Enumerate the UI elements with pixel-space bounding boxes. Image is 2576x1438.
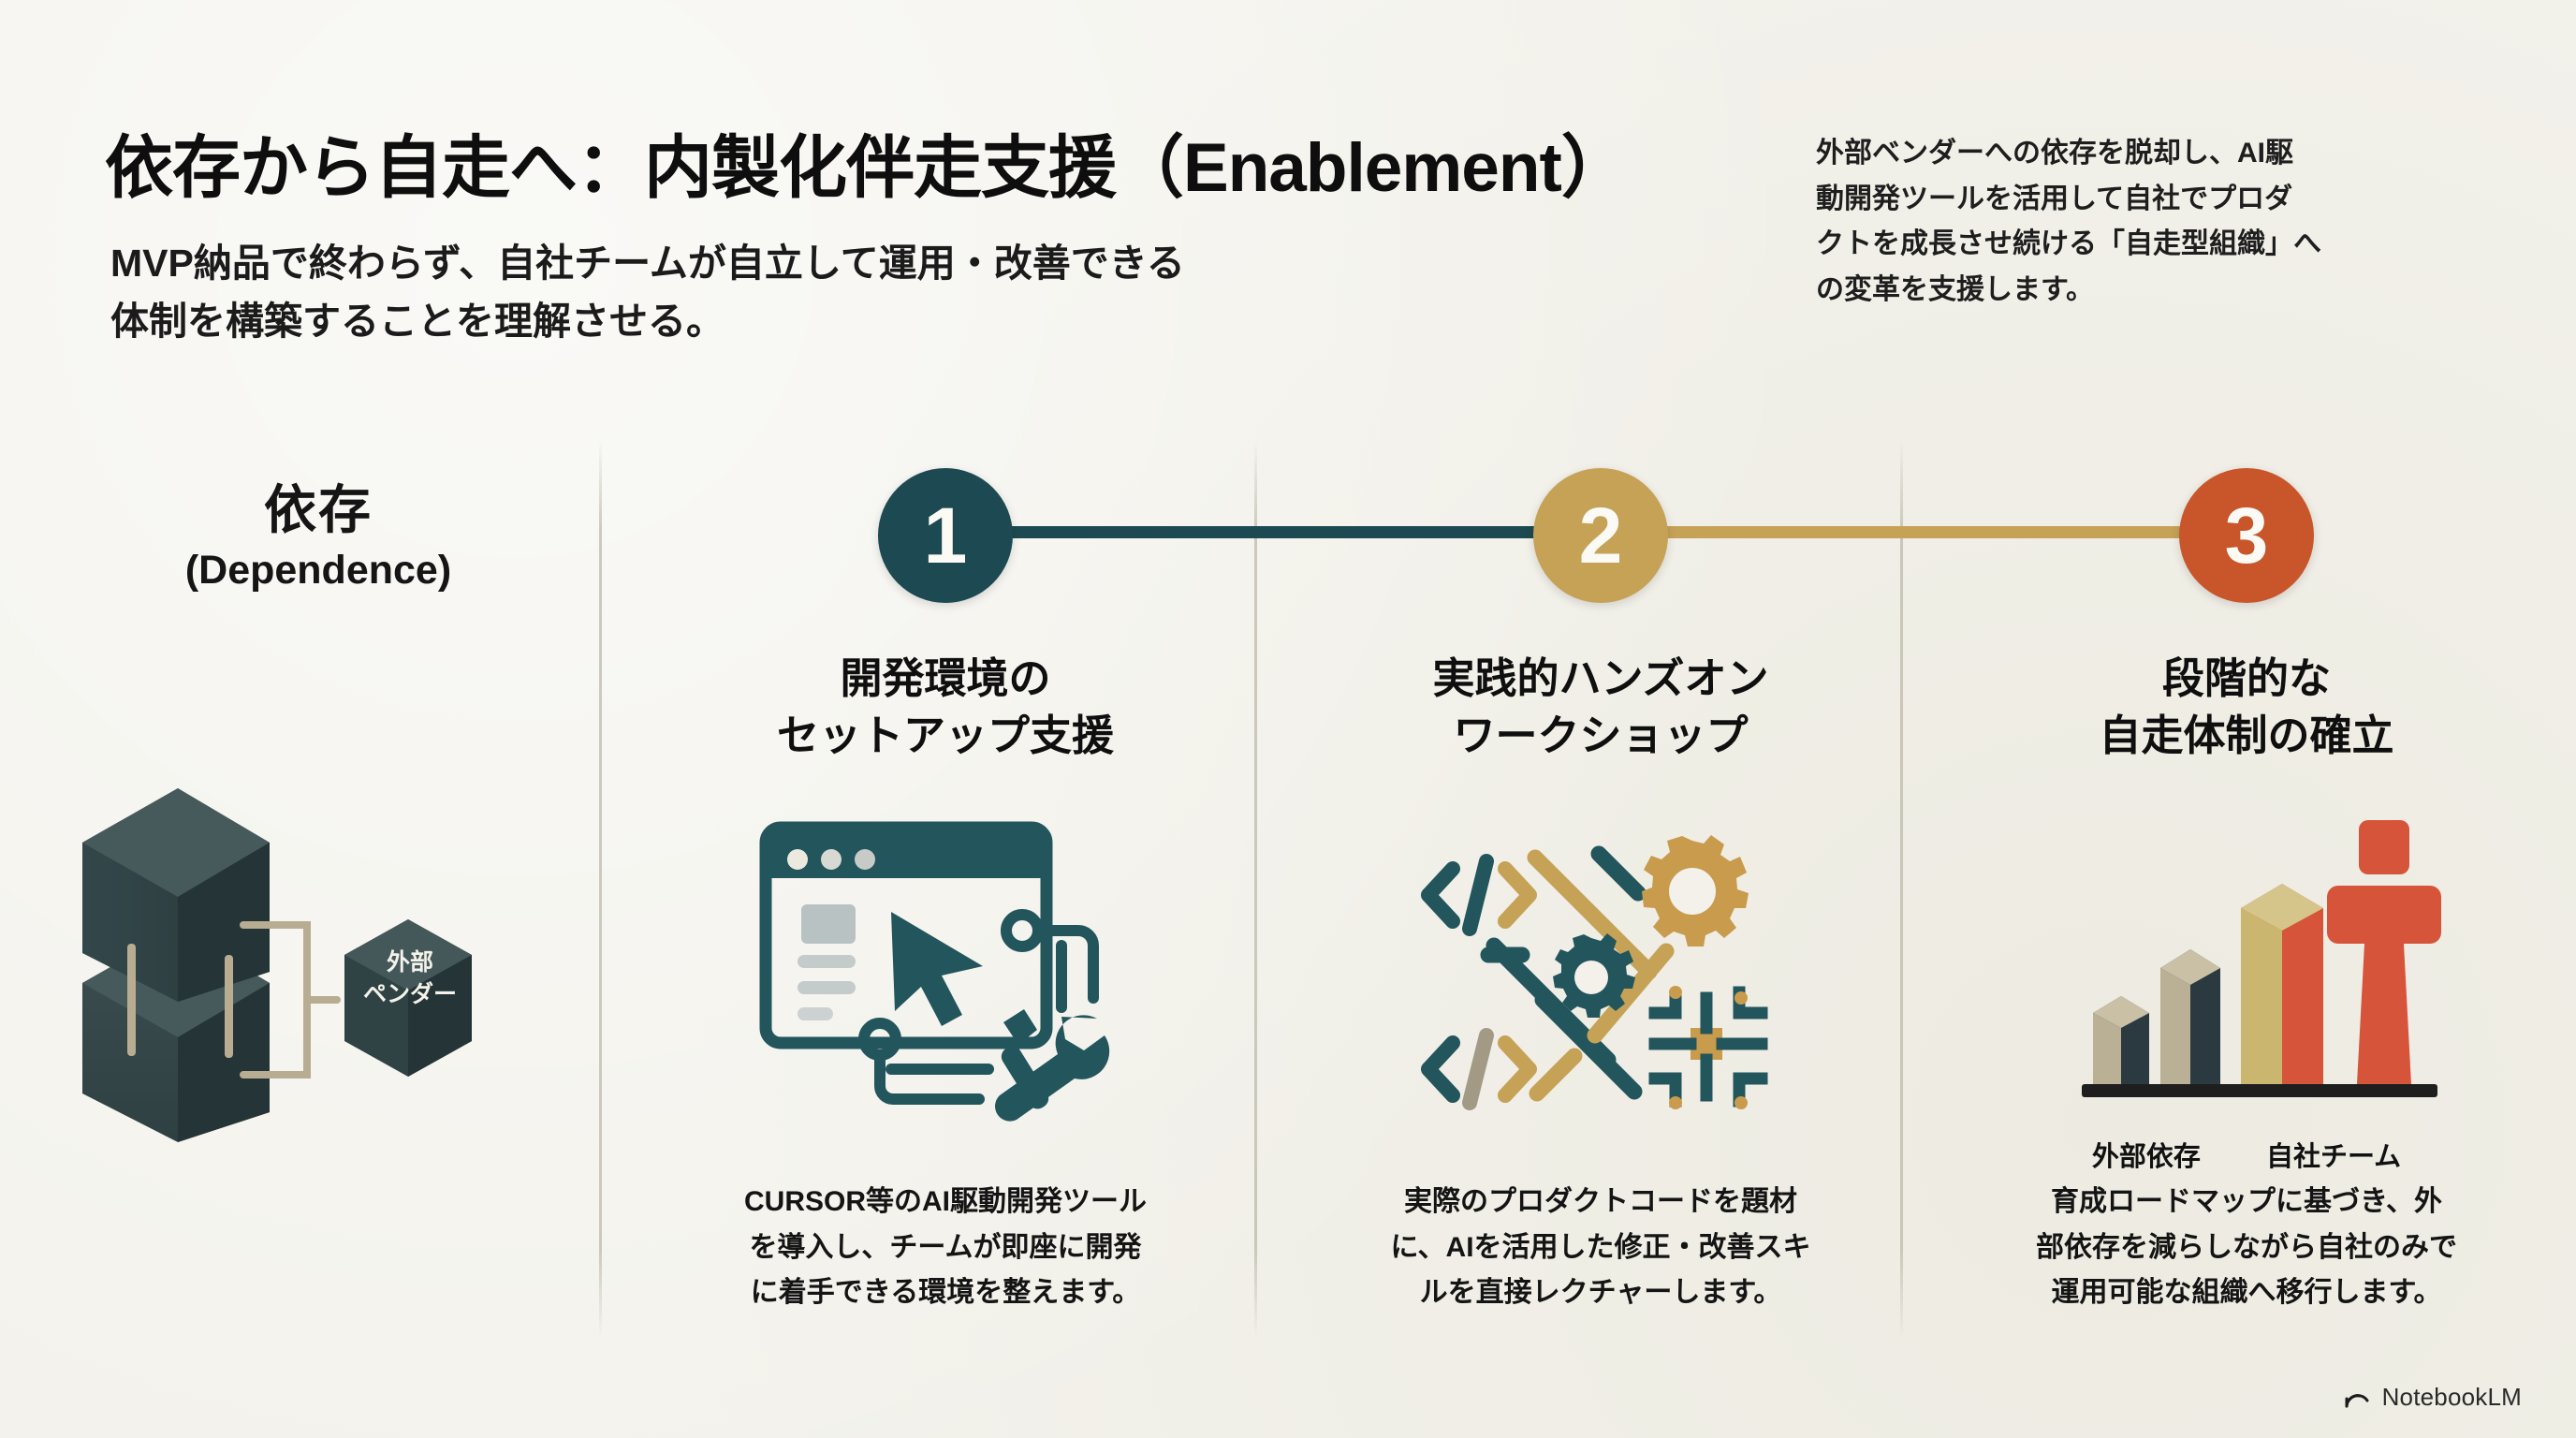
column-divider-2 — [1254, 440, 1257, 1339]
step-1-heading: 開発環境の セットアップ支援 — [776, 654, 1114, 759]
step-1-badge: 1 — [878, 468, 1013, 603]
page-title: 依存から自走へ：内製化伴走支援（Enablement） — [105, 130, 1630, 206]
gear-small — [1553, 933, 1635, 1018]
notebooklm-wordmark: NotebookLM — [2381, 1383, 2522, 1411]
step-1-body: CURSOR等のAI駆動開発ツール を導入し、チームが即座に開発 に着手できる環… — [743, 1186, 1147, 1309]
growth-bars-person-icon — [2050, 814, 2443, 1123]
page-subtitle: MVP納品で終わらず、自社チームが自立して運用・改善できる 体制を構築することを… — [110, 242, 1185, 344]
browser-cursor-tools-icon — [749, 814, 1142, 1123]
dependence-label-en: (Dependence) — [184, 548, 452, 593]
step-3-body: 育成ロードマップに基づき、外 部依存を減らしながら自社のみで 運用可能な組織へ移… — [2036, 1186, 2457, 1309]
dependence-cube-illustration: 外部 ペンダー — [75, 674, 562, 1142]
cube-wire-top — [240, 921, 341, 1004]
gear-large — [1642, 835, 1749, 946]
circuit-icon — [1648, 986, 1768, 1109]
step-3-badge: 3 — [2179, 468, 2314, 603]
bar-inhouse-1 — [2241, 884, 2323, 1084]
footer-brand: NotebookLM — [2343, 1383, 2522, 1412]
chart-category-labels: 外部依存 自社チーム — [1919, 1135, 2574, 1174]
person-figure — [2327, 820, 2441, 1084]
column-divider-1 — [599, 440, 602, 1339]
bar-external-1 — [2093, 996, 2149, 1084]
lead-paragraph: 外部ベンダーへの依存を脱却し、AI駆 動開発ツールを活用して自社でプロダ クトを… — [1816, 138, 2321, 305]
step-3-heading: 段階的な 自走体制の確立 — [2099, 654, 2394, 759]
step-2-body: 実際のプロダクトコードを題材 に、AIを活用した修正・改善スキ ルを直接レクチャ… — [1390, 1186, 1811, 1309]
timeline-track-2-3 — [1573, 526, 2265, 538]
chart-label-inhouse: 自社チーム — [2265, 1142, 2402, 1172]
cube-peg-right — [225, 955, 233, 1058]
step-2-heading: 実践的ハンズオン ワークショップ — [1432, 654, 1769, 759]
dependence-label-group: 依存 (Dependence) — [56, 468, 580, 594]
vendor-cube — [344, 919, 472, 1077]
cube-wire-bottom — [240, 996, 311, 1078]
cube-peg-left — [127, 944, 136, 1056]
code-gears-circuit-icon — [1404, 814, 1797, 1123]
bar-external-2 — [2160, 949, 2220, 1084]
step-2-badge: 2 — [1533, 468, 1668, 603]
column-divider-3 — [1900, 440, 1903, 1339]
step-2-number: 2 — [1578, 492, 1623, 580]
chart-label-external: 外部依存 — [2091, 1142, 2201, 1172]
dependence-label-jp: 依存 — [264, 480, 373, 539]
notebooklm-logo-icon — [2343, 1386, 2371, 1410]
step-1-number: 1 — [923, 492, 968, 580]
chart-baseline — [2082, 1084, 2437, 1097]
vendor-cube-label: 外部 ペンダー — [362, 949, 457, 1007]
step-3-number: 3 — [2224, 492, 2269, 580]
header: 依存から自走へ：内製化伴走支援（Enablement） MVP納品で終わらず、自… — [0, 0, 2576, 393]
